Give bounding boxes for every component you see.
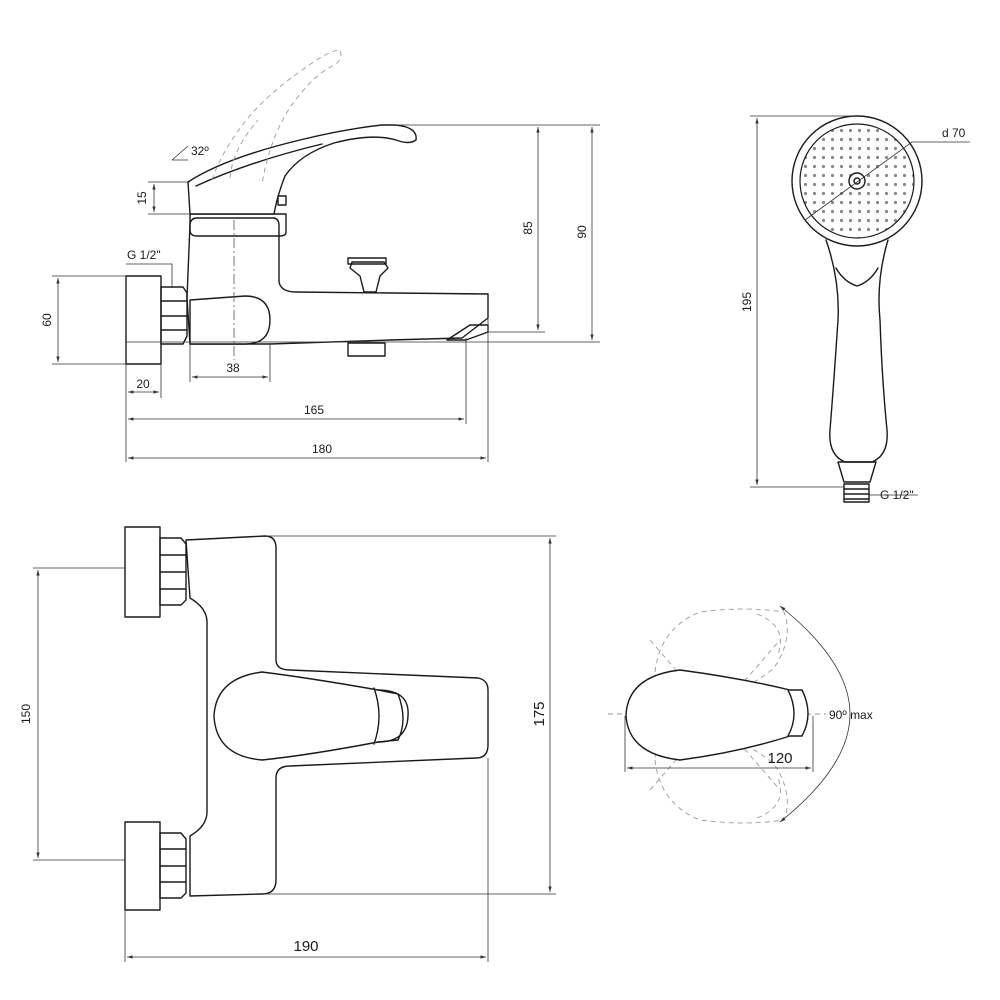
front-hex-nut-top — [159, 537, 187, 606]
dim-shower-length: 195 — [740, 292, 754, 312]
lever-rotation-view: 90º max 120 — [608, 605, 873, 824]
side-view: 32º 15 G 1/2" 60 20 38 165 180 — [40, 49, 600, 462]
label-connection-thread: G 1/2" — [880, 488, 914, 502]
front-escutcheon-top — [124, 526, 161, 618]
hand-shower-view: d 70 195 G 1/2" — [740, 115, 970, 503]
shower-handle — [825, 239, 889, 463]
label-rotation: 90º max — [829, 708, 873, 722]
dim-total-height: 90 — [575, 225, 589, 239]
dim-total-depth: 180 — [312, 442, 332, 456]
dim-spout-height: 85 — [521, 221, 535, 235]
dim-front-height: 175 — [531, 701, 548, 726]
lever-position-center — [625, 669, 809, 761]
label-inlet-thread: G 1/2" — [127, 248, 161, 262]
dim-handle-height: 15 — [135, 191, 149, 205]
side-escutcheon — [125, 275, 162, 365]
front-hex-nut-bottom — [159, 832, 187, 899]
dim-front-width: 190 — [293, 938, 318, 955]
dim-escutcheon-depth: 20 — [136, 377, 150, 391]
front-mixer-body — [185, 535, 489, 897]
side-diverter-knob — [349, 261, 389, 293]
rotation-arc — [779, 605, 851, 823]
dim-escutcheon-height: 60 — [40, 313, 54, 327]
front-escutcheon-bottom — [124, 821, 161, 911]
dim-lever-length: 120 — [767, 750, 792, 767]
side-mixer-body — [186, 217, 489, 345]
side-handle — [187, 124, 417, 215]
side-lower-knob — [347, 342, 386, 357]
side-handle-raised — [211, 49, 342, 186]
side-cartridge-cap — [189, 213, 287, 237]
side-hex-nut — [160, 286, 188, 345]
label-head-diameter: d 70 — [942, 126, 966, 140]
dim-body-width: 38 — [226, 361, 240, 375]
dim-spout-reach: 165 — [304, 403, 324, 417]
dim-inlet-spacing: 150 — [19, 704, 33, 724]
front-view: 150 175 190 — [19, 526, 556, 962]
side-inlet-oval — [189, 295, 271, 345]
front-lever — [213, 671, 404, 761]
shower-thread — [843, 483, 870, 503]
dim-handle-angle: 32º — [191, 144, 209, 158]
